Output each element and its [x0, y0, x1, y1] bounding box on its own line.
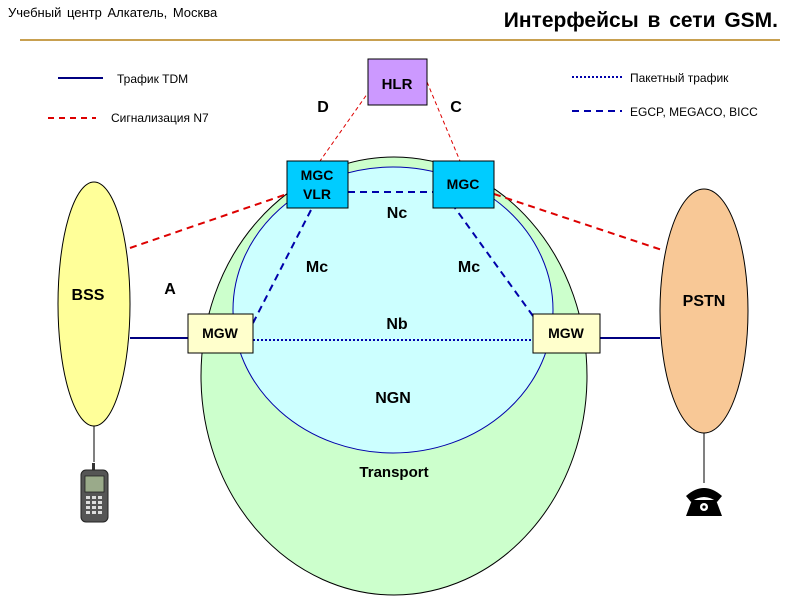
n7-link-mgc-pstn — [493, 193, 663, 251]
mc-link-right — [454, 207, 534, 317]
mgw-left-label: MGW — [202, 325, 239, 341]
interface-mc-left-label: Mc — [306, 259, 328, 276]
bss-node — [57, 181, 131, 427]
mc-link-left — [252, 207, 313, 324]
legend-egcp-label: EGCP, MEGACO, BICC — [630, 105, 758, 119]
interface-nb-label: Nb — [386, 316, 408, 333]
mgc-vlr-node — [286, 160, 349, 209]
legend-packet-label: Пакетный трафик — [630, 71, 729, 85]
hlr-label: HLR — [382, 76, 413, 93]
pstn-node — [659, 188, 749, 434]
mgc-vlr-label-line2: VLR — [303, 186, 331, 202]
mgw-right-label: MGW — [548, 325, 585, 341]
legend-n7-label: Сигнализация N7 — [111, 111, 209, 125]
n7-link-bss-mgcvlr — [129, 193, 288, 249]
pstn-label: PSTN — [683, 293, 726, 310]
interface-nc-label: Nc — [387, 205, 408, 222]
mgc-label: MGC — [447, 176, 480, 192]
c-link-hlr-mgc — [426, 81, 461, 162]
ngn-label: NGN — [375, 390, 411, 407]
interface-d-label: D — [317, 99, 329, 116]
interface-c-label: C — [450, 99, 462, 116]
interface-mc-right-label: Mc — [458, 259, 480, 276]
mgc-node — [432, 160, 495, 209]
mobile-phone-icon — [80, 463, 109, 523]
transport-label: Transport — [359, 464, 428, 481]
organization-label: Учебный центр Алкатель, Москва — [8, 5, 218, 20]
header-divider — [20, 39, 780, 41]
mgw-right-node — [532, 313, 601, 354]
page-title: Интерфейсы в сети GSM. — [503, 9, 778, 32]
telephone-icon — [686, 488, 722, 516]
legend: Трафик TDM Сигнализация N7 Пакетный траф… — [48, 71, 758, 125]
ngn-network — [232, 166, 554, 454]
mgc-vlr-label-line1: MGC — [301, 167, 334, 183]
bss-label: BSS — [72, 287, 105, 304]
d-link-hlr-mgcvlr — [319, 89, 371, 162]
interface-a-label: A — [164, 281, 176, 298]
legend-tdm-label: Трафик TDM — [117, 72, 188, 86]
hlr-node — [367, 58, 428, 106]
mgw-left-node — [187, 313, 254, 354]
